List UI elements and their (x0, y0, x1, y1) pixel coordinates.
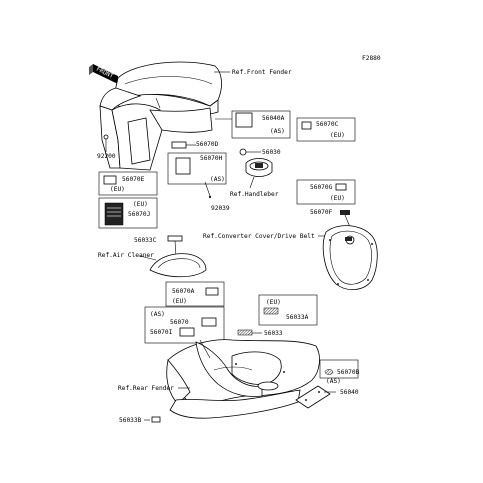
tag-56070E-eu: (EU) (110, 186, 125, 193)
part-56070H: 56070H (200, 155, 223, 162)
label-56040-icon (295, 385, 331, 409)
tag-56070H-as: (AS) (210, 176, 225, 183)
part-56033B: 56033B (119, 417, 142, 424)
label-56033-icon (237, 329, 253, 336)
handlebar-cover-drawing (245, 158, 273, 177)
air-cleaner-drawing (149, 253, 207, 278)
ref-front-fender-label: Ref.Front Fender (232, 69, 292, 76)
tag-56070G-eu: (EU) (330, 195, 345, 202)
tag-56070-as: (AS) (150, 311, 165, 318)
part-56070D: 56070D (196, 141, 219, 148)
label-56070-icon (201, 317, 217, 327)
washer-56030-icon (239, 148, 247, 156)
leader-handlebar (249, 176, 255, 189)
label-56033B-icon (151, 416, 161, 423)
tag-56040-as: (AS) (326, 378, 341, 385)
part-56070I: 56070I (150, 329, 173, 336)
ref-rear-fender-label: Ref.Rear Fender (118, 385, 174, 392)
screw-92200-icon (103, 134, 109, 140)
part-56070F: 56070F (310, 209, 333, 216)
screw-92039-icon (208, 195, 212, 199)
tag-56070J-eu: (EU) (133, 201, 148, 208)
tag-56070A-eu: (EU) (172, 298, 187, 305)
label-56070I-icon (179, 327, 195, 337)
part-56070J: 56070J (128, 211, 150, 218)
front-badge-text: FRONT (95, 66, 115, 80)
tag-56033A-eu: (EU) (266, 299, 281, 306)
ref-converter-cover-label: Ref.Converter Cover/Drive Belt (203, 233, 315, 240)
leader-air-cleaner (139, 255, 157, 261)
part-56070G: 56070G (310, 184, 333, 191)
part-56040: 56040 (340, 389, 359, 396)
part-92039: 92039 (211, 205, 230, 212)
part-56070E: 56070E (122, 176, 145, 183)
part-56070C: 56070C (316, 121, 339, 128)
part-56033A: 56033A (286, 314, 309, 321)
part-56070B: 56070B (337, 369, 360, 376)
label-56033C-icon (167, 235, 183, 242)
label-56033A-icon (263, 307, 279, 315)
label-56070G-icon (335, 183, 347, 191)
front-fender-drawing (99, 61, 222, 171)
label-56070B-icon (324, 369, 334, 375)
part-56040A: 56040A (262, 115, 285, 122)
part-56070A: 56070A (172, 288, 195, 295)
label-56070H-icon (175, 157, 191, 175)
box-56070C (296, 117, 356, 142)
part-56030: 56030 (262, 149, 281, 156)
figure-code: F2880 (362, 55, 381, 62)
part-56033: 56033 (264, 330, 283, 337)
leader-56033C (174, 240, 177, 257)
label-56070F-icon (340, 210, 350, 215)
part-56070: 56070 (170, 319, 189, 326)
label-56040A-icon (235, 112, 253, 128)
tag-56040A-as: (AS) (270, 128, 285, 135)
ref-handlebar-label: Ref.Handleber (230, 191, 279, 198)
label-56070A-icon (205, 287, 219, 296)
leader-92039 (204, 181, 211, 197)
part-56033C: 56033C (134, 237, 157, 244)
front-arrow-icon: FRONT (89, 64, 118, 84)
label-56070E-icon (103, 175, 117, 185)
part-92200: 92200 (97, 153, 116, 160)
tag-56070C-eu: (EU) (330, 132, 345, 139)
converter-cover-drawing (322, 225, 378, 290)
label-56070J-icon (104, 202, 124, 226)
rear-fender-drawing (166, 339, 320, 419)
label-56070C-icon (301, 121, 312, 130)
label-56070D-icon (171, 141, 187, 149)
box-56033A (258, 294, 318, 326)
ref-air-cleaner-label: Ref.Air Cleaner (98, 252, 154, 259)
